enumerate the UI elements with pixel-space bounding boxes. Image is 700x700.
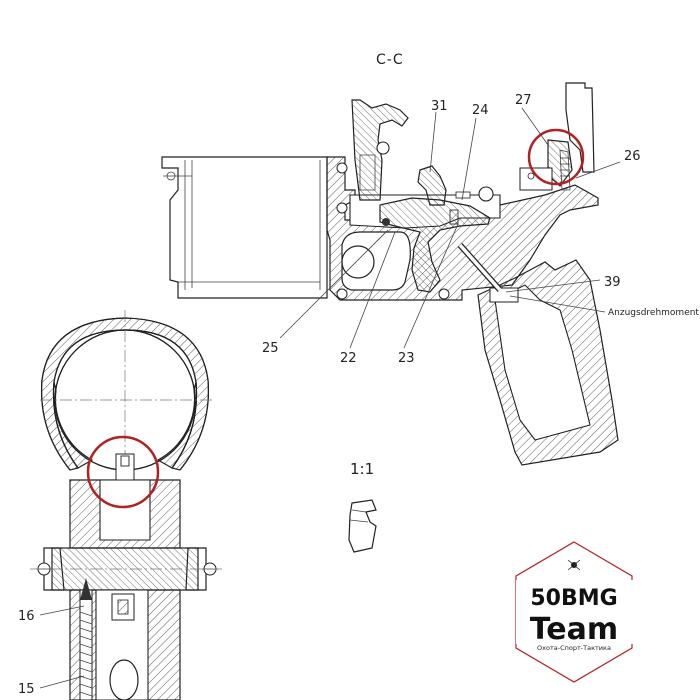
logo-line1: 50BMG bbox=[530, 586, 617, 611]
disconnector bbox=[417, 165, 447, 206]
trigger bbox=[379, 197, 491, 293]
magazine-well bbox=[161, 156, 328, 299]
callout-39: 39 bbox=[604, 275, 621, 290]
logo-hexagon bbox=[515, 541, 633, 683]
callout-22: 22 bbox=[340, 351, 357, 366]
detail-part-1-1 bbox=[348, 499, 377, 553]
callout-16: 16 bbox=[18, 609, 35, 624]
buffer-detent-housing bbox=[565, 82, 595, 173]
section-title: C-C bbox=[376, 52, 404, 68]
highlight-circle-detent bbox=[527, 128, 585, 186]
callout-15: 15 bbox=[18, 682, 35, 697]
callout-torque: Anzugsdrehmoment bbox=[608, 308, 699, 318]
callout-24: 24 bbox=[472, 103, 489, 118]
highlight-circle-latch bbox=[86, 435, 160, 509]
scale-label: 1:1 bbox=[350, 460, 374, 478]
logo-line2: Team bbox=[530, 612, 618, 647]
logo-tagline: Охота-Спорт-Тактика bbox=[537, 644, 611, 652]
buffer-tube-section bbox=[30, 310, 225, 700]
team-logo: 50BMG Team Охота-Спорт-Тактика bbox=[515, 541, 634, 683]
callout-26: 26 bbox=[624, 149, 641, 164]
callout-23: 23 bbox=[398, 351, 415, 366]
callout-31: 31 bbox=[431, 99, 448, 114]
callout-27: 27 bbox=[515, 93, 532, 108]
callout-25: 25 bbox=[262, 341, 279, 356]
lower-receiver-section bbox=[161, 82, 621, 466]
